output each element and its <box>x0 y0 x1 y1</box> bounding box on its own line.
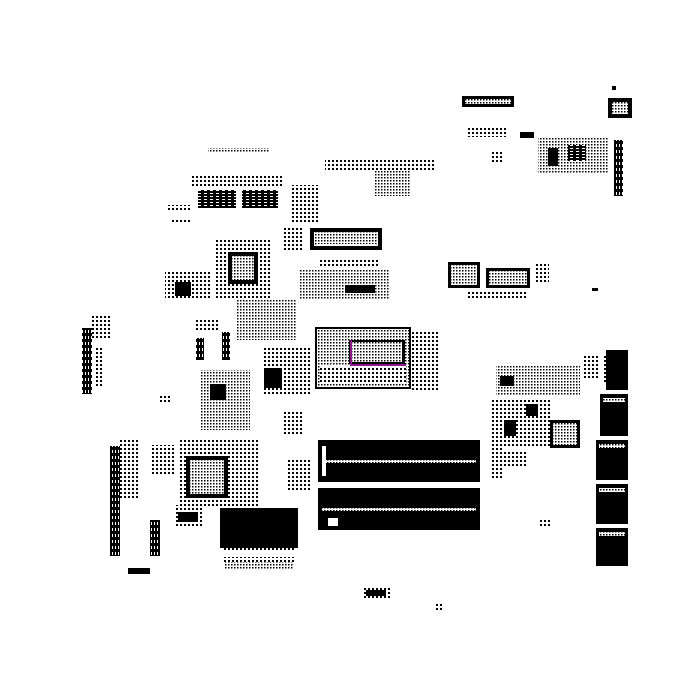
dimm-slot-lower <box>318 488 480 530</box>
cpu-package <box>315 327 411 389</box>
ic-pair-right <box>448 262 549 300</box>
connector-top-header <box>462 96 514 107</box>
chip-top-right <box>608 98 632 118</box>
ic-middle-top <box>310 228 382 250</box>
component-cluster-right-middle <box>492 356 600 468</box>
component-cluster-top-middle <box>282 158 435 300</box>
resistor-row-top-left <box>168 148 282 223</box>
edge-connector-right <box>596 350 628 566</box>
ic-right-middle <box>550 420 580 448</box>
connector-left-vertical <box>82 316 160 556</box>
bga-chip-lower-left <box>150 440 258 527</box>
component-cluster-top-right <box>468 127 608 173</box>
scattered-parts <box>160 86 616 610</box>
bga-chip-upper-left <box>214 238 272 298</box>
component-cluster-left-middle <box>165 270 440 430</box>
dimm-slot-upper <box>318 440 502 482</box>
power-connector-bottom <box>220 508 298 570</box>
connector-bottom-small <box>126 566 390 598</box>
connector-right-top <box>614 140 623 196</box>
